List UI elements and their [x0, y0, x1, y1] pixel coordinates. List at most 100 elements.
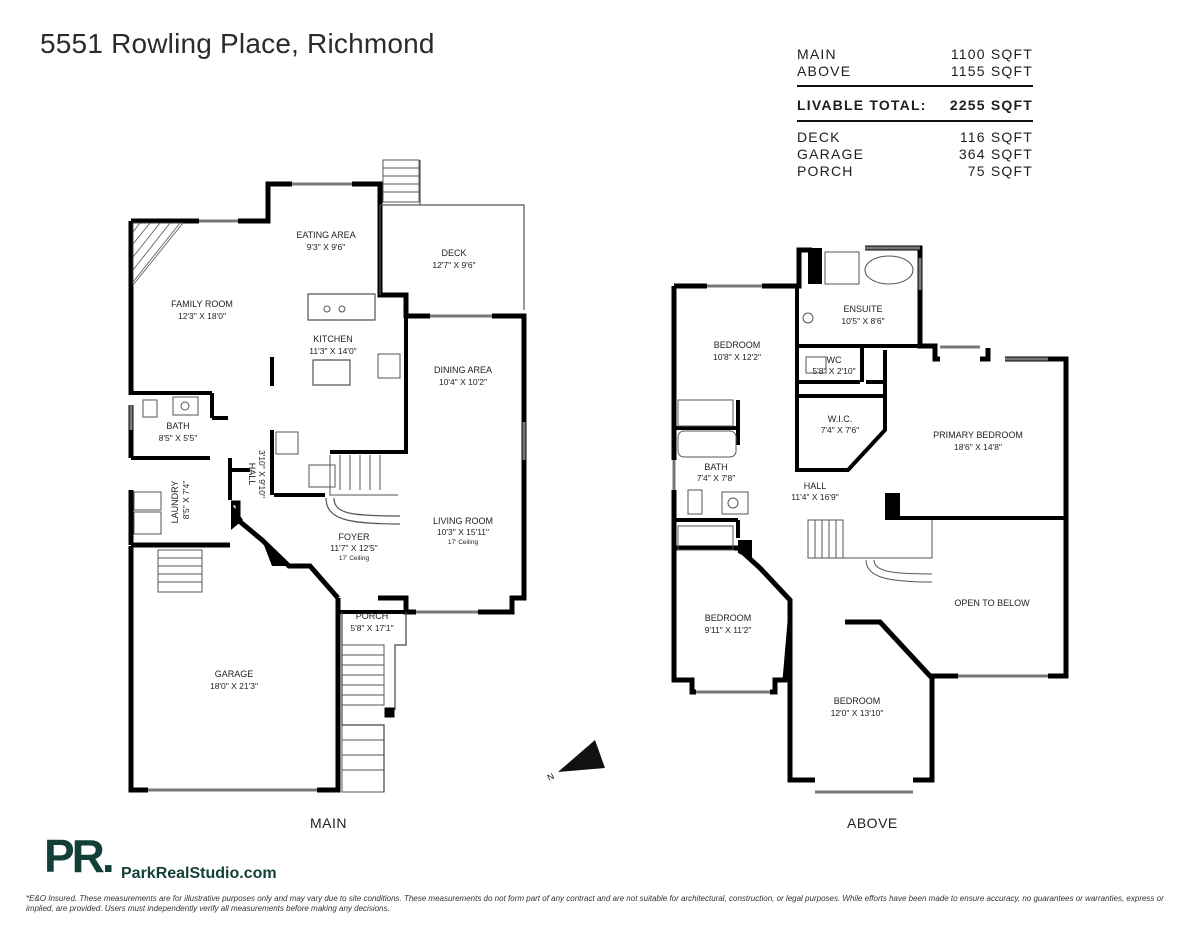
- eating-area-dim: 9'3" X 9'6": [307, 242, 346, 252]
- above-fixtures: [677, 251, 914, 551]
- above-hall-dim: 11'4" X 16'9": [791, 492, 838, 502]
- deck-name: DECK: [441, 248, 466, 258]
- logo-mark: PR.: [44, 830, 112, 880]
- main-floor-plan: [128, 159, 527, 793]
- summary-main-value: 1100 SQFT: [950, 46, 1033, 62]
- dining-area-dim: 10'4" X 10'2": [439, 377, 487, 387]
- laundry-name: LAUNDRY: [170, 481, 180, 524]
- above-interior-walls: [674, 286, 1066, 538]
- summary-garage: GARAGE 364 SQFT: [797, 146, 1033, 163]
- above-stairs: [807, 519, 933, 583]
- family-room-dim: 12'3" X 18'0": [178, 311, 226, 321]
- above-hall-name: HALL: [804, 481, 827, 491]
- living-room-note: 17' Ceiling: [448, 539, 479, 546]
- hall-name: HALL: [247, 463, 257, 486]
- above-floor-labels: ENSUITE 10'5" X 8'6" BEDROOM 10'8" X 12'…: [697, 304, 1030, 718]
- wic-dim: 7'4" X 7'6": [821, 425, 860, 435]
- summary-porch-label: PORCH: [797, 163, 854, 179]
- summary-total-value: 2255 SQFT: [949, 97, 1033, 113]
- windows: [129, 182, 526, 792]
- eating-area-name: EATING AREA: [296, 230, 355, 240]
- north-label: N: [546, 771, 556, 783]
- summary-above: ABOVE 1155 SQFT: [797, 63, 1033, 80]
- deck-stairs: [382, 159, 420, 203]
- porch-post: [384, 707, 395, 718]
- summary-porch-value: 75 SQFT: [967, 163, 1033, 179]
- dining-area-name: DINING AREA: [434, 365, 492, 375]
- summary-deck-value: 116 SQFT: [959, 129, 1033, 145]
- page-title: 5551 Rowling Place, Richmond: [40, 28, 435, 59]
- above-exterior-walls: [671, 245, 1069, 783]
- wall-corner: [262, 540, 289, 566]
- living-room-dim: 10'3" X 15'11": [437, 527, 489, 537]
- summary-garage-label: GARAGE: [797, 146, 865, 162]
- wc-name: WC: [827, 355, 842, 365]
- kitchen-name: KITCHEN: [313, 334, 353, 344]
- summary-main: MAIN 1100 SQFT: [797, 46, 1033, 63]
- bath-dim: 8'5" X 5'5": [159, 433, 198, 443]
- summary-above-label: ABOVE: [797, 63, 852, 79]
- hall-dim: 3'10" X 9'10": [257, 450, 267, 498]
- wc-dim: 5'8" X 2'10": [812, 366, 855, 376]
- bedroom-1-dim: 10'8" X 12'2": [713, 352, 761, 362]
- porch-outline: [341, 612, 407, 792]
- main-interior-walls: [131, 316, 408, 614]
- wall-corner-4: [738, 540, 752, 560]
- summary-divider: [797, 85, 1033, 87]
- summary-above-value: 1155 SQFT: [950, 63, 1033, 79]
- disclaimer: *E&O Insured. These measurements are for…: [26, 894, 1164, 913]
- bedroom-1-name: BEDROOM: [714, 340, 761, 350]
- wall-corner-2: [231, 503, 243, 530]
- bedroom-3-dim: 12'0" X 13'10": [831, 708, 884, 718]
- park-real-logo: PR.: [44, 830, 115, 880]
- wall-corner-3: [885, 493, 900, 518]
- above-floor-label: ABOVE: [847, 815, 898, 831]
- deck-outline: [379, 160, 525, 310]
- summary-deck: DECK 116 SQFT: [797, 129, 1033, 146]
- above-floor-plan: [671, 245, 1069, 794]
- porch-name: PORCH: [356, 611, 389, 621]
- kitchen-dim: 11'3" X 14'0": [309, 346, 356, 356]
- bedroom-3-name: BEDROOM: [834, 696, 881, 706]
- garage-dim: 18'0" X 21'3": [210, 681, 258, 691]
- ensuite-name: ENSUITE: [843, 304, 882, 314]
- garage-name: GARAGE: [215, 669, 254, 679]
- ensuite-dim: 10'5" X 8'6": [841, 316, 884, 326]
- summary-divider-2: [797, 120, 1033, 122]
- above-bath-dim: 7'4" X 7'8": [697, 473, 736, 483]
- main-floor-labels: EATING AREA 9'3" X 9'6" DECK 12'7" X 9'6…: [159, 230, 493, 691]
- area-summary: MAIN 1100 SQFT ABOVE 1155 SQFT LIVABLE T…: [797, 46, 1033, 180]
- summary-garage-value: 364 SQFT: [958, 146, 1033, 162]
- logo-text[interactable]: ParkRealStudio.com: [121, 865, 277, 882]
- laundry-dim: 8'5" X 7'4": [181, 481, 191, 520]
- primary-bedroom-dim: 18'6" X 14'8": [954, 442, 1002, 452]
- above-bath-name: BATH: [704, 462, 727, 472]
- summary-total-label: LIVABLE TOTAL:: [797, 97, 927, 113]
- open-to-below-label: OPEN TO BELOW: [954, 598, 1030, 608]
- summary-porch: PORCH 75 SQFT: [797, 163, 1033, 180]
- fireplace-icon: [132, 222, 184, 287]
- kitchen-island: [307, 293, 376, 386]
- foyer-note: 17' Ceiling: [339, 555, 370, 562]
- foyer-dim: 11'7" X 12'5": [330, 543, 377, 553]
- bath-name: BATH: [166, 421, 189, 431]
- above-windows: [672, 246, 1048, 794]
- main-floor-label: MAIN: [310, 815, 347, 831]
- primary-bedroom-name: PRIMARY BEDROOM: [933, 430, 1023, 440]
- deck-dim: 12'7" X 9'6": [432, 260, 475, 270]
- wic-name: W.I.C.: [828, 414, 853, 424]
- north-arrow-icon: N: [546, 740, 605, 783]
- curved-stair: [325, 497, 401, 525]
- bedroom-2-name: BEDROOM: [705, 613, 752, 623]
- foyer-name: FOYER: [338, 532, 370, 542]
- chimney-block: [808, 248, 822, 284]
- summary-total: LIVABLE TOTAL: 2255 SQFT: [797, 95, 1033, 115]
- porch-dim: 5'8" X 17'1": [350, 623, 393, 633]
- summary-main-label: MAIN: [797, 46, 837, 62]
- bedroom-2-dim: 9'11" X 11'2": [705, 625, 752, 635]
- summary-deck-label: DECK: [797, 129, 841, 145]
- living-room-name: LIVING ROOM: [433, 516, 493, 526]
- main-fixtures: [133, 305, 401, 535]
- family-room-name: FAMILY ROOM: [171, 299, 233, 309]
